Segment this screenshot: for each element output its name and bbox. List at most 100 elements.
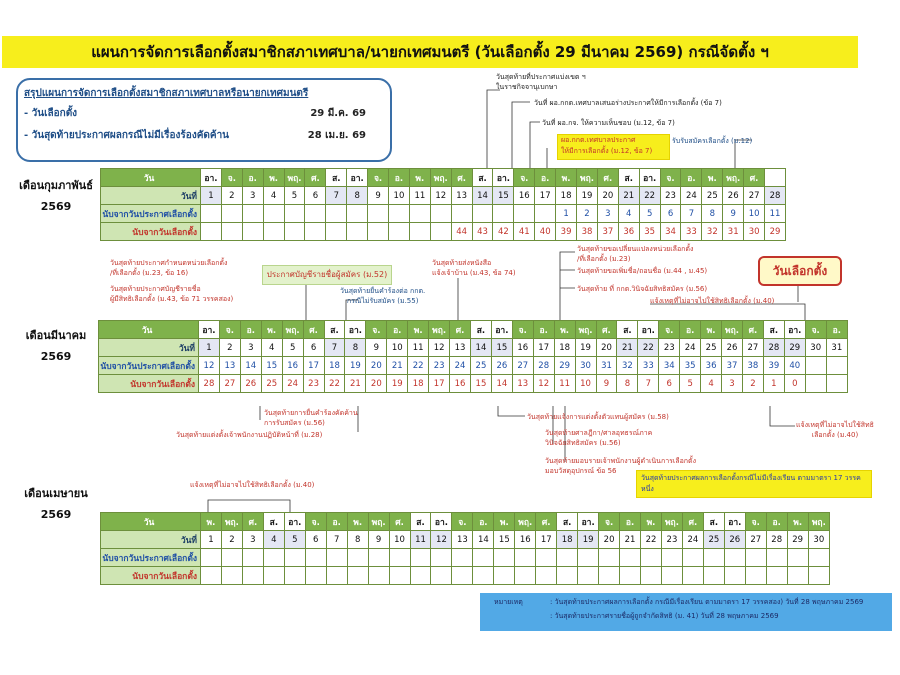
summary-heading: สรุปแผนการจัดการเลือกตั้งสมาชิกสภาเทศบาล… (24, 88, 309, 99)
calendar-cell: 13 (451, 530, 474, 549)
calendar-cell: 8 (616, 374, 639, 393)
calendar-cell: ส. (323, 320, 346, 339)
calendar-cell (262, 204, 285, 223)
summary-row: - วันสุดท้ายประกาศผลกรณีไม่มีเรื่องร้องค… (24, 128, 366, 143)
calendar-cell: 5 (283, 186, 306, 205)
calendar-cell: 34 (658, 356, 681, 375)
calendar-cell: 40 (783, 356, 806, 375)
mar-note: วันสุดท้ายแต่งตั้งเจ้าพนักงานปฏิบัติหน้า… (176, 431, 323, 439)
calendar-cell: 27 (741, 338, 764, 357)
calendar-cell (430, 548, 453, 567)
calendar-cell: พ. (553, 320, 576, 339)
calendar-cell: 36 (700, 356, 723, 375)
mar-note: แจ้งเหตุที่ไม่อาจไปใช้สิทธิเลือกตั้ง (ม.… (796, 421, 874, 439)
note-box: หมายเหตุ : วันสุดท้ายประกาศผลการเลือกตั้… (480, 593, 892, 631)
calendar-cell (200, 548, 222, 567)
calendar-cell: อา. (783, 320, 806, 339)
calendar-cell (283, 204, 306, 223)
calendar-cell (200, 222, 222, 241)
calendar-cell (325, 204, 348, 223)
calendar-cell: 16 (513, 186, 536, 205)
calendar-cell: 18 (555, 186, 578, 205)
calendar-cell: 27 (744, 530, 767, 549)
calendar-cell (660, 548, 683, 567)
calendar-cell: 19 (577, 530, 600, 549)
calendar-cell: 35 (679, 356, 702, 375)
calendar-cell: 11 (407, 338, 430, 357)
calendar-cell: ศ. (681, 512, 704, 531)
calendar-cell: 11 (408, 186, 431, 205)
calendar-cell: 12 (430, 530, 453, 549)
calendar-cell: ศ. (741, 320, 764, 339)
calendar-cell: 31 (722, 222, 745, 241)
note-line: : วันสุดท้ายประกาศผลการเลือกตั้ง กรณีมีเ… (550, 598, 864, 606)
calendar-cell: 22 (638, 186, 661, 205)
calendar-cell: 7 (323, 338, 346, 357)
calendar-cell: 26 (723, 530, 746, 549)
calendar-cell (200, 204, 222, 223)
calendar-cell: 14 (471, 186, 494, 205)
calendar-cell (388, 566, 411, 585)
calendar-cell: อ. (679, 320, 702, 339)
calendar-cell (825, 356, 849, 375)
calendar-cell: 18 (553, 338, 576, 357)
calendar-cell: 23 (659, 186, 682, 205)
calendar-cell (471, 204, 494, 223)
calendar-cell: 30 (804, 338, 827, 357)
calendar-cell: พ. (262, 168, 285, 187)
calendar-row-day: วันอา.จ.อ.พ.พฤ.ศ.ส.อา.จ.อ.พ.พฤ.ศ.ส.อา.จ.… (100, 168, 786, 187)
calendar-cell: 15 (490, 338, 513, 357)
calendar-cell: 37 (596, 222, 619, 241)
calendar-cell: 12 (428, 338, 451, 357)
calendar-cell: 4 (262, 530, 285, 549)
calendar-cell (241, 204, 264, 223)
calendar-cell (367, 548, 390, 567)
calendar-cell (200, 566, 222, 585)
calendar-cell (493, 566, 516, 585)
mar-note: วันสุดท้าย ที่ กกต.วินิจฉัยสิทธิสมัคร (ม… (577, 285, 708, 293)
summary-label: - วันสุดท้ายประกาศผลกรณีไม่มีเรื่องร้องค… (24, 130, 230, 141)
calendar-cell (598, 548, 621, 567)
calendar-cell: 1 (200, 186, 222, 205)
calendar-cell: 25 (469, 356, 492, 375)
row-label: วันที่ (100, 186, 201, 205)
calendar-cell: 11 (764, 204, 786, 223)
feb-note: วันที่ ผอ.กกต.เทศบาลเสนอร่างประกาศให้มีก… (534, 99, 722, 107)
mar-note: วันสุดท้ายส่งหนังสือแจ้งเจ้าบ้าน (ม.43, … (432, 259, 516, 277)
calendar-cell: 2 (218, 338, 241, 357)
summary-box: สรุปแผนการจัดการเลือกตั้งสมาชิกสภาเทศบาล… (16, 78, 392, 162)
calendar-cell: 10 (388, 530, 411, 549)
calendar-cell: 6 (658, 374, 681, 393)
calendar-cell: 15 (493, 530, 516, 549)
calendar-cell (723, 566, 746, 585)
calendar-cell: จ. (511, 320, 534, 339)
calendar-cell: 19 (386, 374, 409, 393)
row-label: วันที่ (98, 338, 199, 357)
calendar-cell: 27 (218, 374, 241, 393)
calendar-cell: 36 (617, 222, 640, 241)
calendar-cell (619, 566, 642, 585)
calendar-cell: พฤ. (721, 320, 743, 339)
calendar-cell (367, 222, 390, 241)
calendar-cell: 26 (239, 374, 262, 393)
calendar-cell: พฤ. (574, 320, 597, 339)
calendar-cell: พฤ. (281, 320, 304, 339)
calendar-row-remain: นับจากวันเลือกตั้ง (100, 566, 831, 585)
calendar-cell (262, 222, 285, 241)
page-title: แผนการจัดการเลือกตั้งสมาชิกสภาเทศบาล/นาย… (2, 36, 858, 68)
calendar-cell: 29 (786, 530, 809, 549)
calendar-cell: พ. (346, 512, 369, 531)
calendar-cell: 18 (556, 530, 579, 549)
summary-value: 29 มี.ค. 69 (310, 108, 366, 119)
calendar-cell: 25 (700, 338, 723, 357)
calendar-cell (283, 222, 306, 241)
calendar-cell: 17 (534, 186, 557, 205)
calendar-cell: 17 (532, 338, 555, 357)
mar-note: วันสุดท้ายแจ้งการแต่งตั้งตัวแทนผู้สมัคร … (527, 413, 669, 421)
calendar-cell: ส. (617, 168, 640, 187)
calendar-cell (804, 356, 827, 375)
mar-note: วันสุดท้ายศาลฎีกา/ศาลอุทธรณ์ภาควินิจฉัยส… (545, 429, 653, 447)
calendar-cell: อา. (490, 320, 513, 339)
calendar-cell (577, 548, 600, 567)
